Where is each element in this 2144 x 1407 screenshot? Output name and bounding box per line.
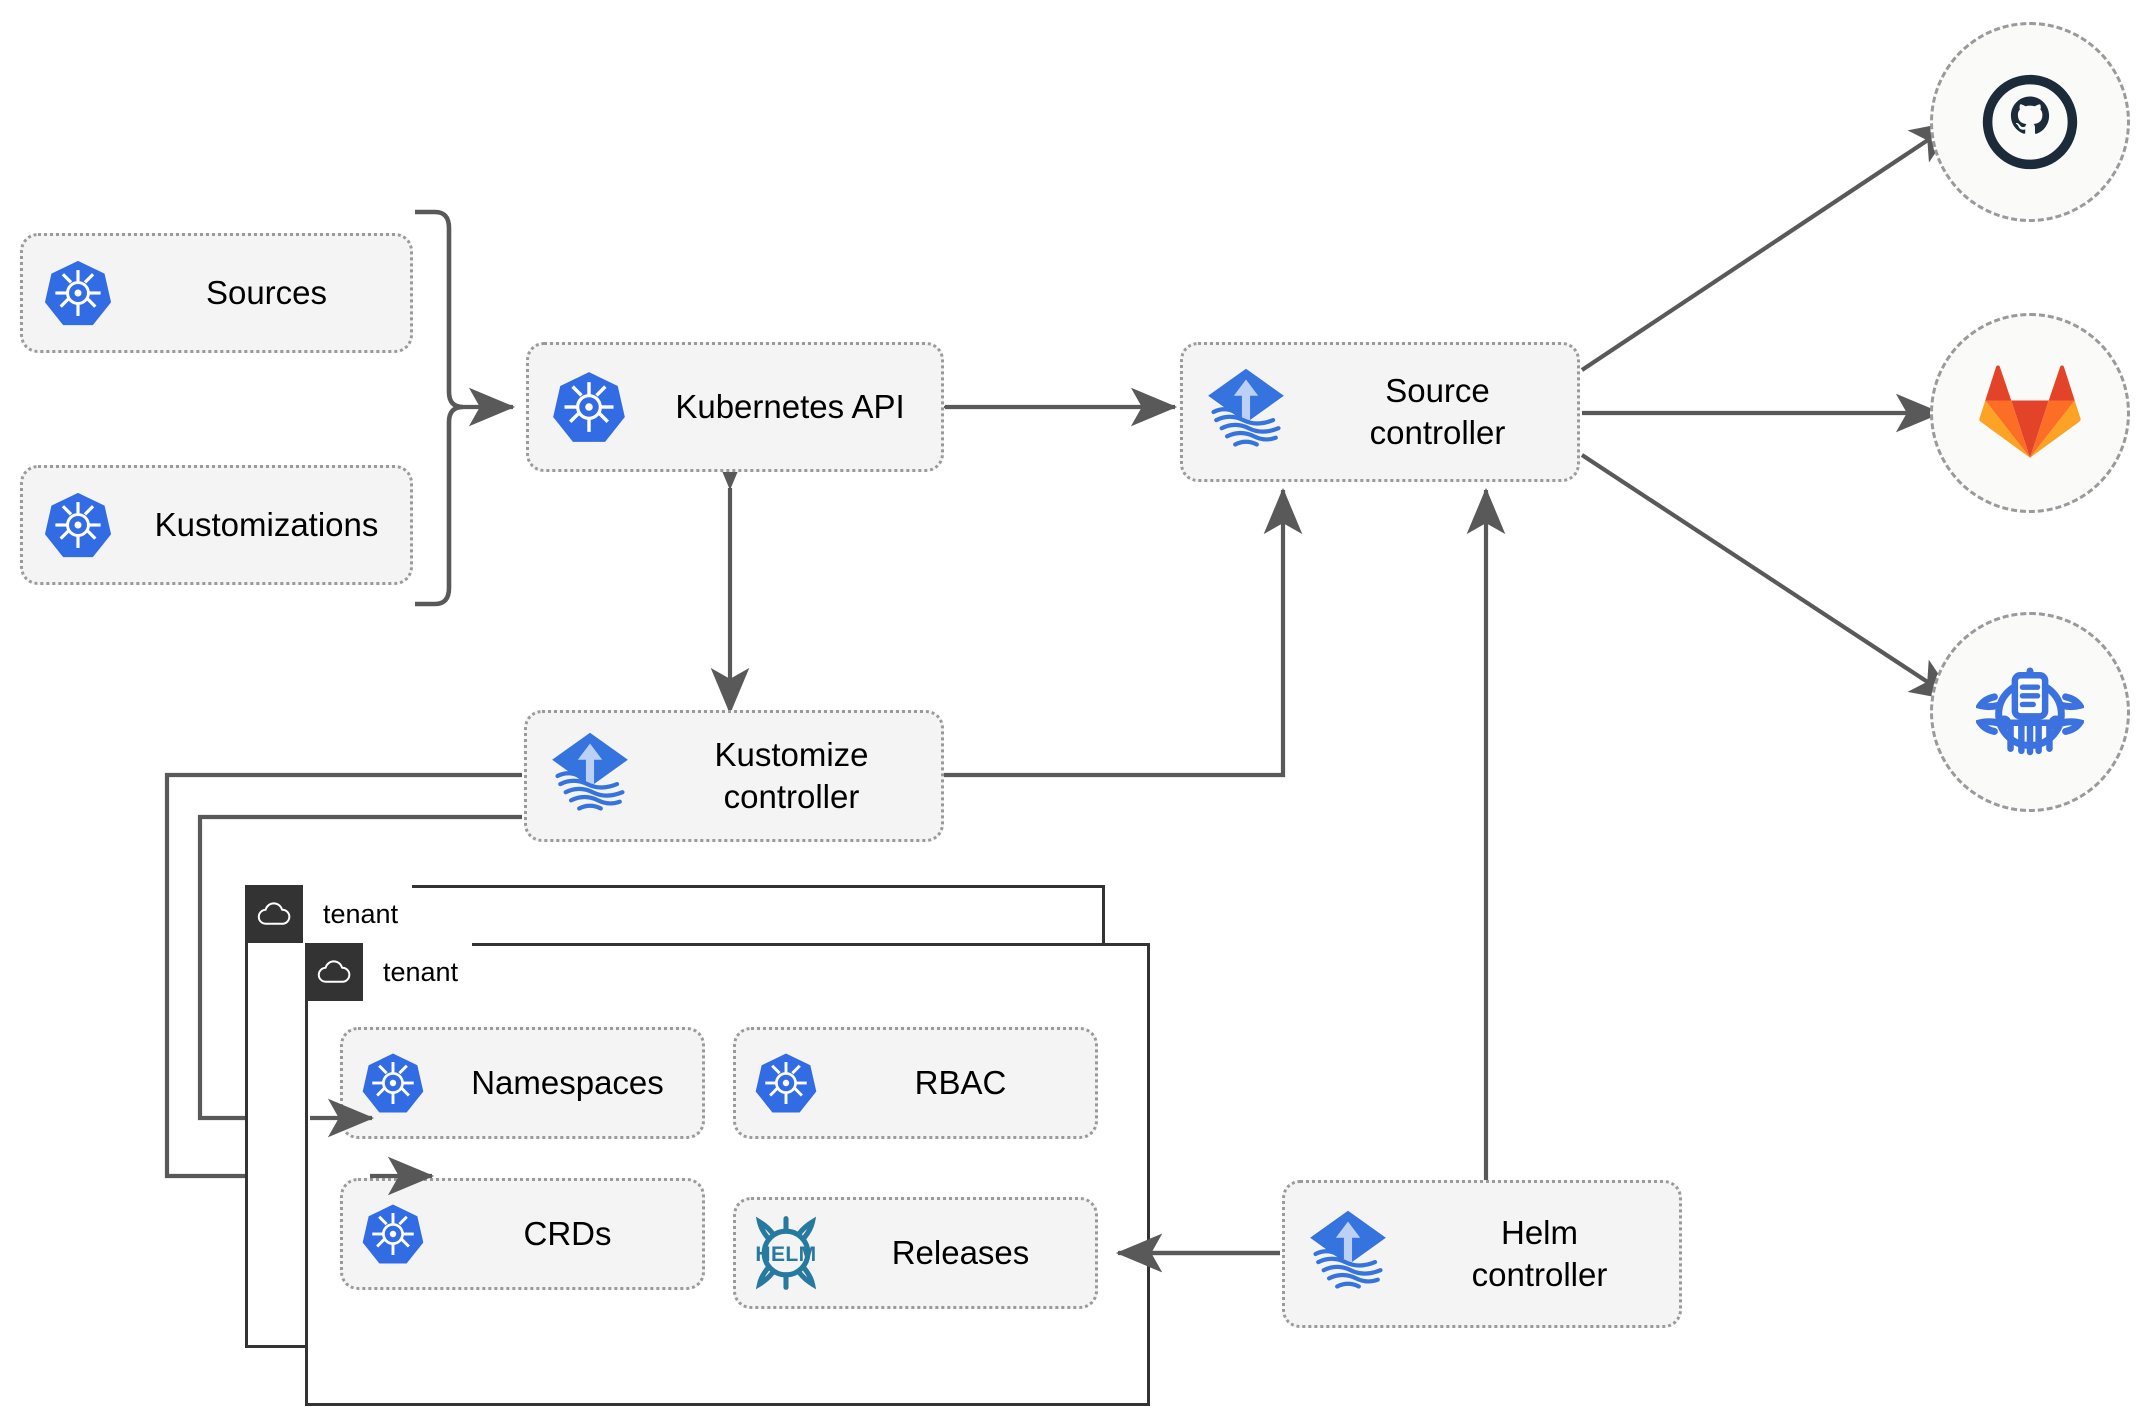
flux-icon <box>1183 366 1308 458</box>
tenant-label: tenant <box>303 885 413 943</box>
wire-kustomize-to-source <box>943 487 1303 778</box>
cloud-icon <box>245 885 303 943</box>
tenant-container-2[interactable]: tenant <box>305 943 1150 1406</box>
node-kustomize-controller[interactable]: Kustomize controller <box>524 710 944 842</box>
node-rbac[interactable]: RBAC <box>733 1027 1098 1139</box>
node-helm-controller[interactable]: Helm controller <box>1282 1180 1682 1328</box>
repo-helm-repository[interactable] <box>1930 612 2130 812</box>
gitlab-icon <box>1979 365 2081 458</box>
kubernetes-icon <box>343 1050 443 1116</box>
node-label: Source controller <box>1369 372 1506 451</box>
kubernetes-icon <box>529 368 649 446</box>
kubernetes-icon <box>23 489 133 561</box>
crd-bracket <box>415 209 464 607</box>
helm-icon: HELM <box>736 1214 836 1292</box>
node-sources[interactable]: Sources <box>20 233 413 353</box>
kubernetes-icon <box>23 257 133 329</box>
wire-source-to-helmrepo <box>1580 453 1957 702</box>
repo-gitlab[interactable] <box>1930 313 2130 513</box>
node-label: Kustomize controller <box>714 736 869 815</box>
node-crds[interactable]: CRDs <box>340 1178 705 1290</box>
repo-github[interactable] <box>1930 22 2130 222</box>
node-label: RBAC <box>914 1064 1007 1102</box>
node-label: Kustomizations <box>154 506 379 544</box>
tenant-header-2: tenant <box>305 943 473 1001</box>
node-kustomizations[interactable]: Kustomizations <box>20 465 413 585</box>
node-label: Helm controller <box>1471 1214 1608 1293</box>
node-label: CRDs <box>523 1215 612 1253</box>
node-label: Kubernetes API <box>675 388 905 426</box>
kubernetes-icon <box>343 1201 443 1267</box>
node-label: Sources <box>205 274 328 312</box>
kubernetes-icon <box>736 1050 836 1116</box>
flux-icon <box>527 730 652 822</box>
cloud-icon <box>305 943 363 1001</box>
tenant-label: tenant <box>363 943 473 1001</box>
node-namespaces[interactable]: Namespaces <box>340 1027 705 1139</box>
node-releases[interactable]: HELM Releases <box>733 1197 1098 1309</box>
helm-chart-repository-icon <box>1976 667 2084 756</box>
github-icon <box>1982 74 2078 170</box>
svg-text:HELM: HELM <box>755 1243 816 1266</box>
flux-icon <box>1285 1208 1410 1300</box>
node-label: Namespaces <box>471 1064 664 1102</box>
node-kubernetes-api[interactable]: Kubernetes API <box>526 342 944 472</box>
node-label: Releases <box>891 1234 1030 1272</box>
node-source-controller[interactable]: Source controller <box>1180 342 1580 482</box>
wire-source-to-github <box>1580 120 1957 372</box>
tenant-header-1: tenant <box>245 885 413 943</box>
